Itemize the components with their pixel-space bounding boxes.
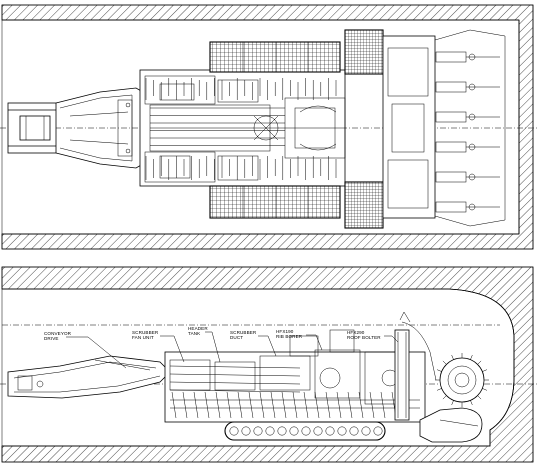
plan-front-head: [382, 29, 506, 227]
side-roof-floor: [1, 266, 534, 463]
plan-bolter-drills: [435, 51, 500, 213]
plan-bolter-deck-bottom: [344, 181, 384, 229]
plan-detail-lines: [145, 78, 337, 180]
callout-label: RIB BORER: [276, 334, 303, 339]
plan-bolter-deck-top: [344, 29, 384, 75]
callout-label: TANK: [188, 331, 201, 336]
callout-hfx290-roof-bolter: HFX290 ROOF BOLTER: [347, 330, 399, 343]
callout-label: CONVEYOR: [44, 331, 72, 336]
side-main-body: [164, 329, 426, 423]
side-conveyor-boom: [7, 355, 171, 399]
callout-hfx190-rib-borer: HFX190 RIB BORER: [276, 329, 323, 351]
plan-view: [0, 4, 537, 250]
side-roof-bolter-mast: [394, 311, 437, 421]
callout-label: SCRUBBER: [230, 330, 257, 335]
plan-crawler-track-bottom: [209, 185, 341, 219]
side-detail-lines: [169, 365, 408, 419]
side-crawler-track: [224, 421, 386, 441]
callout-conveyor-drive: CONVEYOR DRIVE: [44, 331, 127, 369]
callout-scrubber-duct: SCRUBBER DUCT: [230, 330, 277, 357]
callout-label: HFX290: [347, 330, 365, 335]
plan-rib-walls: [1, 4, 534, 250]
callout-label: FAN UNIT: [132, 335, 154, 340]
callout-label: HEADER: [188, 326, 208, 331]
side-gathering-head: [419, 407, 483, 443]
side-cutter-drum: [435, 353, 489, 407]
plan-conveyor-tail: [7, 87, 151, 169]
callout-label: ROOF BOLTER: [347, 335, 381, 340]
callout-label: DUCT: [230, 335, 243, 340]
plan-main-frame: [139, 69, 346, 187]
side-callouts: CONVEYOR DRIVE SCRUBBER FAN UNIT HEADER …: [44, 326, 399, 369]
callout-label: SCRUBBER: [132, 330, 159, 335]
callout-header-tank: HEADER TANK: [188, 326, 221, 363]
callout-scrubber-fan-unit: SCRUBBER FAN UNIT: [132, 330, 185, 363]
callout-label: HFX190: [276, 329, 294, 334]
plan-crawler-track-top: [209, 41, 341, 73]
side-view: CONVEYOR DRIVE SCRUBBER FAN UNIT HEADER …: [0, 266, 537, 463]
callout-label: DRIVE: [44, 336, 59, 341]
